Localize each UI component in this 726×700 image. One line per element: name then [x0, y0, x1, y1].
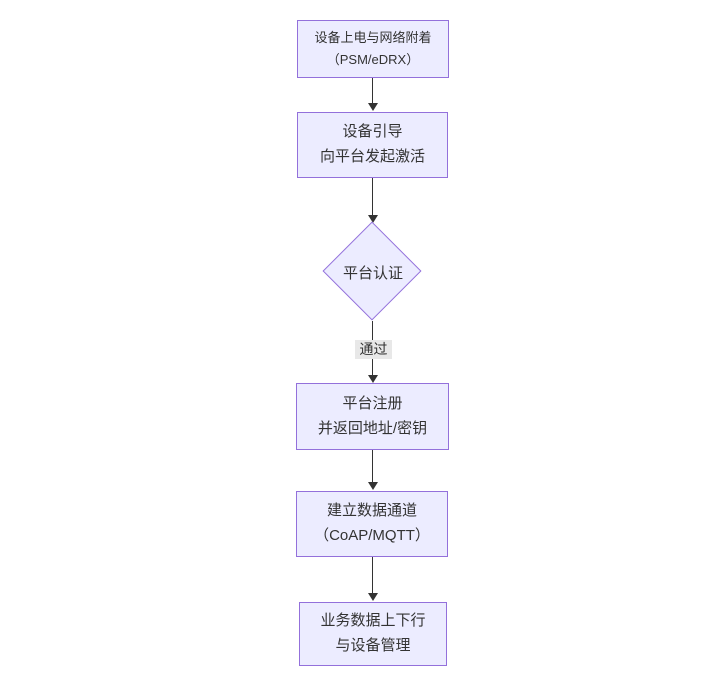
edge-power-to-boot: [368, 78, 378, 111]
edge-label-pass: 通过: [355, 340, 392, 359]
node-label-line: 向平台发起激活: [319, 148, 425, 165]
node-business-data-mgmt: 业务数据上下行 与设备管理: [299, 602, 447, 666]
node-platform-register: 平台注册 并返回地址/密钥: [296, 383, 449, 450]
node-data-channel: 建立数据通道 （CoAP/MQTT）: [296, 491, 448, 557]
arrowhead-down-icon: [368, 103, 378, 111]
edge-register-to-channel: [368, 450, 378, 490]
edge-line: [372, 78, 373, 104]
node-label-line: （PSM/eDRX）: [326, 52, 420, 67]
node-device-power-attach: 设备上电与网络附着 （PSM/eDRX）: [297, 20, 449, 78]
arrowhead-down-icon: [368, 215, 378, 223]
node-label-line: 业务数据上下行: [320, 612, 426, 630]
edge-line: [372, 557, 373, 594]
node-label-line: （CoAP/MQTT）: [314, 527, 430, 544]
node-device-bootstrap: 设备引导 向平台发起激活: [297, 112, 448, 178]
node-label-line: 建立数据通道: [326, 502, 417, 520]
edge-channel-to-business: [368, 557, 378, 601]
arrowhead-down-icon: [368, 375, 378, 383]
edge-boot-to-auth: [368, 178, 378, 223]
node-label-line: 并返回地址/密钥: [317, 419, 428, 437]
edge-line: [372, 450, 373, 483]
edge-line: [372, 178, 373, 216]
node-label-line: 设备引导: [342, 123, 403, 141]
arrowhead-down-icon: [368, 482, 378, 490]
node-label-line: 平台注册: [342, 394, 403, 412]
node-label-line: 设备上电与网络附着: [314, 29, 432, 45]
arrowhead-down-icon: [368, 593, 378, 601]
decision-platform-auth: 平台认证: [322, 221, 423, 322]
node-label-line: 与设备管理: [335, 637, 411, 654]
node-label-line: 平台认证: [342, 264, 403, 282]
